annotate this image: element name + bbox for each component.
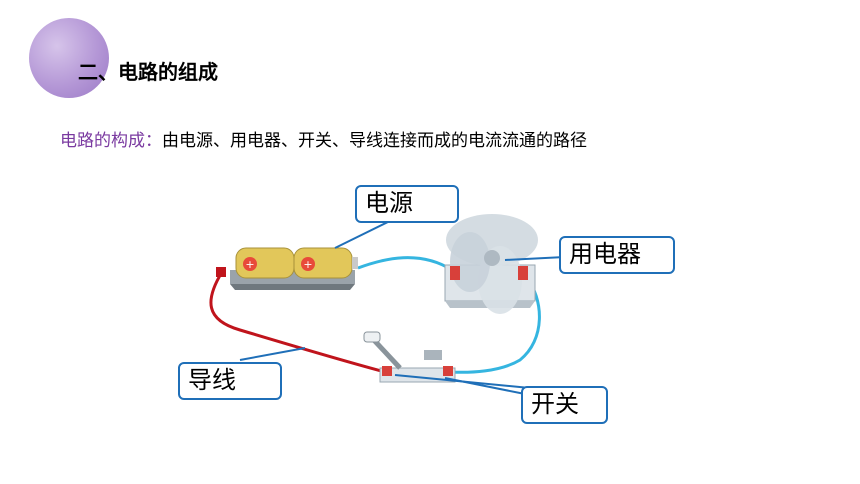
fan-icon [444, 214, 538, 314]
red-wire [209, 271, 386, 374]
label-power-source: 电源 [355, 185, 459, 223]
definition-text: 由电源、用电器、开关、导线连接而成的电流流通的路径 [162, 131, 587, 151]
battery-icon: + + [216, 247, 358, 290]
label-wire: 导线 [178, 362, 282, 400]
definition-term: 电路的构成： [60, 131, 162, 151]
definition-line: 电路的构成：由电源、用电器、开关、导线连接而成的电流流通的路径 [60, 126, 587, 151]
switch-icon [363, 331, 456, 383]
label-appliance: 用电器 [559, 236, 675, 274]
section-title: 二、电路的组成 [78, 60, 218, 84]
decorative-circle [29, 18, 109, 98]
blue-wire-right [449, 274, 541, 374]
svg-text:+: + [303, 258, 312, 271]
blue-wire-top [357, 256, 453, 272]
svg-text:+: + [245, 258, 254, 271]
label-switch: 开关 [521, 386, 608, 424]
